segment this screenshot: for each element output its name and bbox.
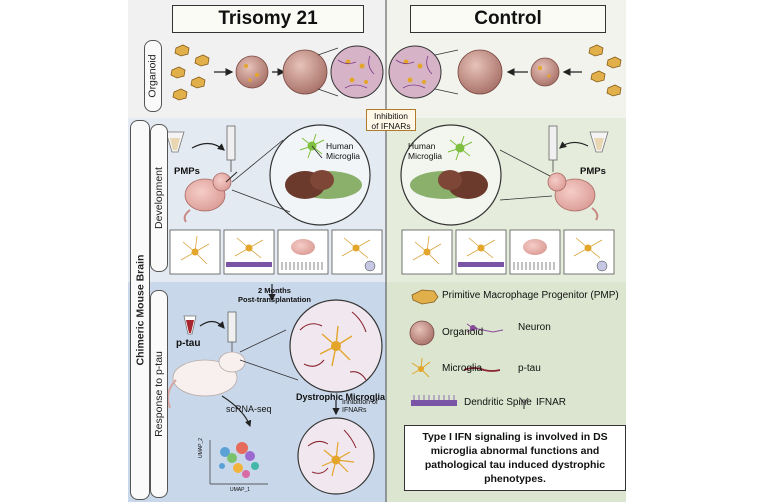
chimeric-mouse-brain-label: Chimeric Mouse Brain bbox=[130, 120, 150, 500]
pmp-cells-right bbox=[588, 44, 622, 97]
dystrophic-microglia-label: Dystrophic Microglia bbox=[296, 392, 386, 402]
function-thumbnails-right bbox=[401, 229, 615, 275]
legend-neuron: Neuron bbox=[518, 322, 551, 333]
function-thumbnails-left bbox=[169, 229, 383, 275]
organoid-side-text: Organoid bbox=[147, 54, 160, 98]
chimeric-mouse-brain-text: Chimeric Mouse Brain bbox=[134, 254, 146, 366]
brain-right bbox=[410, 170, 488, 199]
tube-right bbox=[589, 131, 609, 153]
syringe-response bbox=[227, 311, 237, 352]
pmps-label-left: PMPs bbox=[174, 166, 200, 177]
legend-organoid: Organoid bbox=[442, 327, 484, 338]
umap-y-label: UMAP_2 bbox=[198, 437, 204, 458]
development-side-text: Development bbox=[153, 167, 165, 229]
syringe-right bbox=[548, 125, 558, 172]
development-side-label: Development bbox=[150, 124, 168, 272]
legend-ptau: p-tau bbox=[518, 363, 541, 374]
tube-left bbox=[165, 131, 185, 153]
trisomy-heading: Trisomy 21 bbox=[172, 5, 364, 33]
pup-left bbox=[183, 172, 232, 223]
legend-dendritic-spine: Dendritic Spine bbox=[464, 397, 532, 408]
syringe-left bbox=[226, 125, 236, 172]
inhibition-ifnar-response: Inhibition of IFNARs bbox=[342, 399, 378, 414]
small-organoid-left bbox=[235, 55, 269, 89]
legend-ifnar: IFNAR bbox=[536, 397, 566, 408]
human-microglia-right bbox=[447, 135, 473, 161]
response-side-label: Response to p-tau bbox=[150, 290, 168, 498]
small-organoid-right bbox=[530, 57, 560, 87]
legend-microglia: Microglia bbox=[442, 363, 483, 374]
inhibition-ifnar-box: Inhibition of IFNARs bbox=[366, 109, 416, 131]
legend-icons bbox=[409, 289, 529, 409]
pmp-cells-left bbox=[170, 44, 210, 101]
response-side-text: Response to p-tau bbox=[153, 351, 165, 437]
organoid-zoom-left bbox=[330, 45, 384, 99]
brain-left bbox=[285, 170, 362, 199]
umap-plot bbox=[209, 440, 268, 485]
pup-right bbox=[547, 172, 599, 221]
control-heading: Control bbox=[410, 5, 606, 33]
legend-pmp: Primitive Macrophage Progenitor (PMP) bbox=[442, 290, 619, 301]
scrnaseq-label: scRNA-seq bbox=[226, 404, 272, 414]
large-organoid-left bbox=[282, 49, 328, 95]
pmps-label-right: PMPs bbox=[580, 166, 606, 177]
organoid-zoom-right bbox=[388, 45, 442, 99]
ptau-tube bbox=[183, 315, 197, 335]
summary-box: Type I IFN signaling is involved in DS m… bbox=[404, 425, 626, 491]
time-label: 2 Months Post-transplantation bbox=[238, 286, 311, 304]
umap-x-label: UMAP_1 bbox=[230, 487, 251, 493]
ptau-label: p-tau bbox=[176, 338, 201, 349]
human-microglia-label-right: Human Microglia bbox=[408, 141, 443, 161]
organoid-side-label: Organoid bbox=[144, 40, 162, 112]
human-microglia-label-left: Human Microglia bbox=[326, 141, 361, 161]
large-organoid-right bbox=[457, 49, 503, 95]
